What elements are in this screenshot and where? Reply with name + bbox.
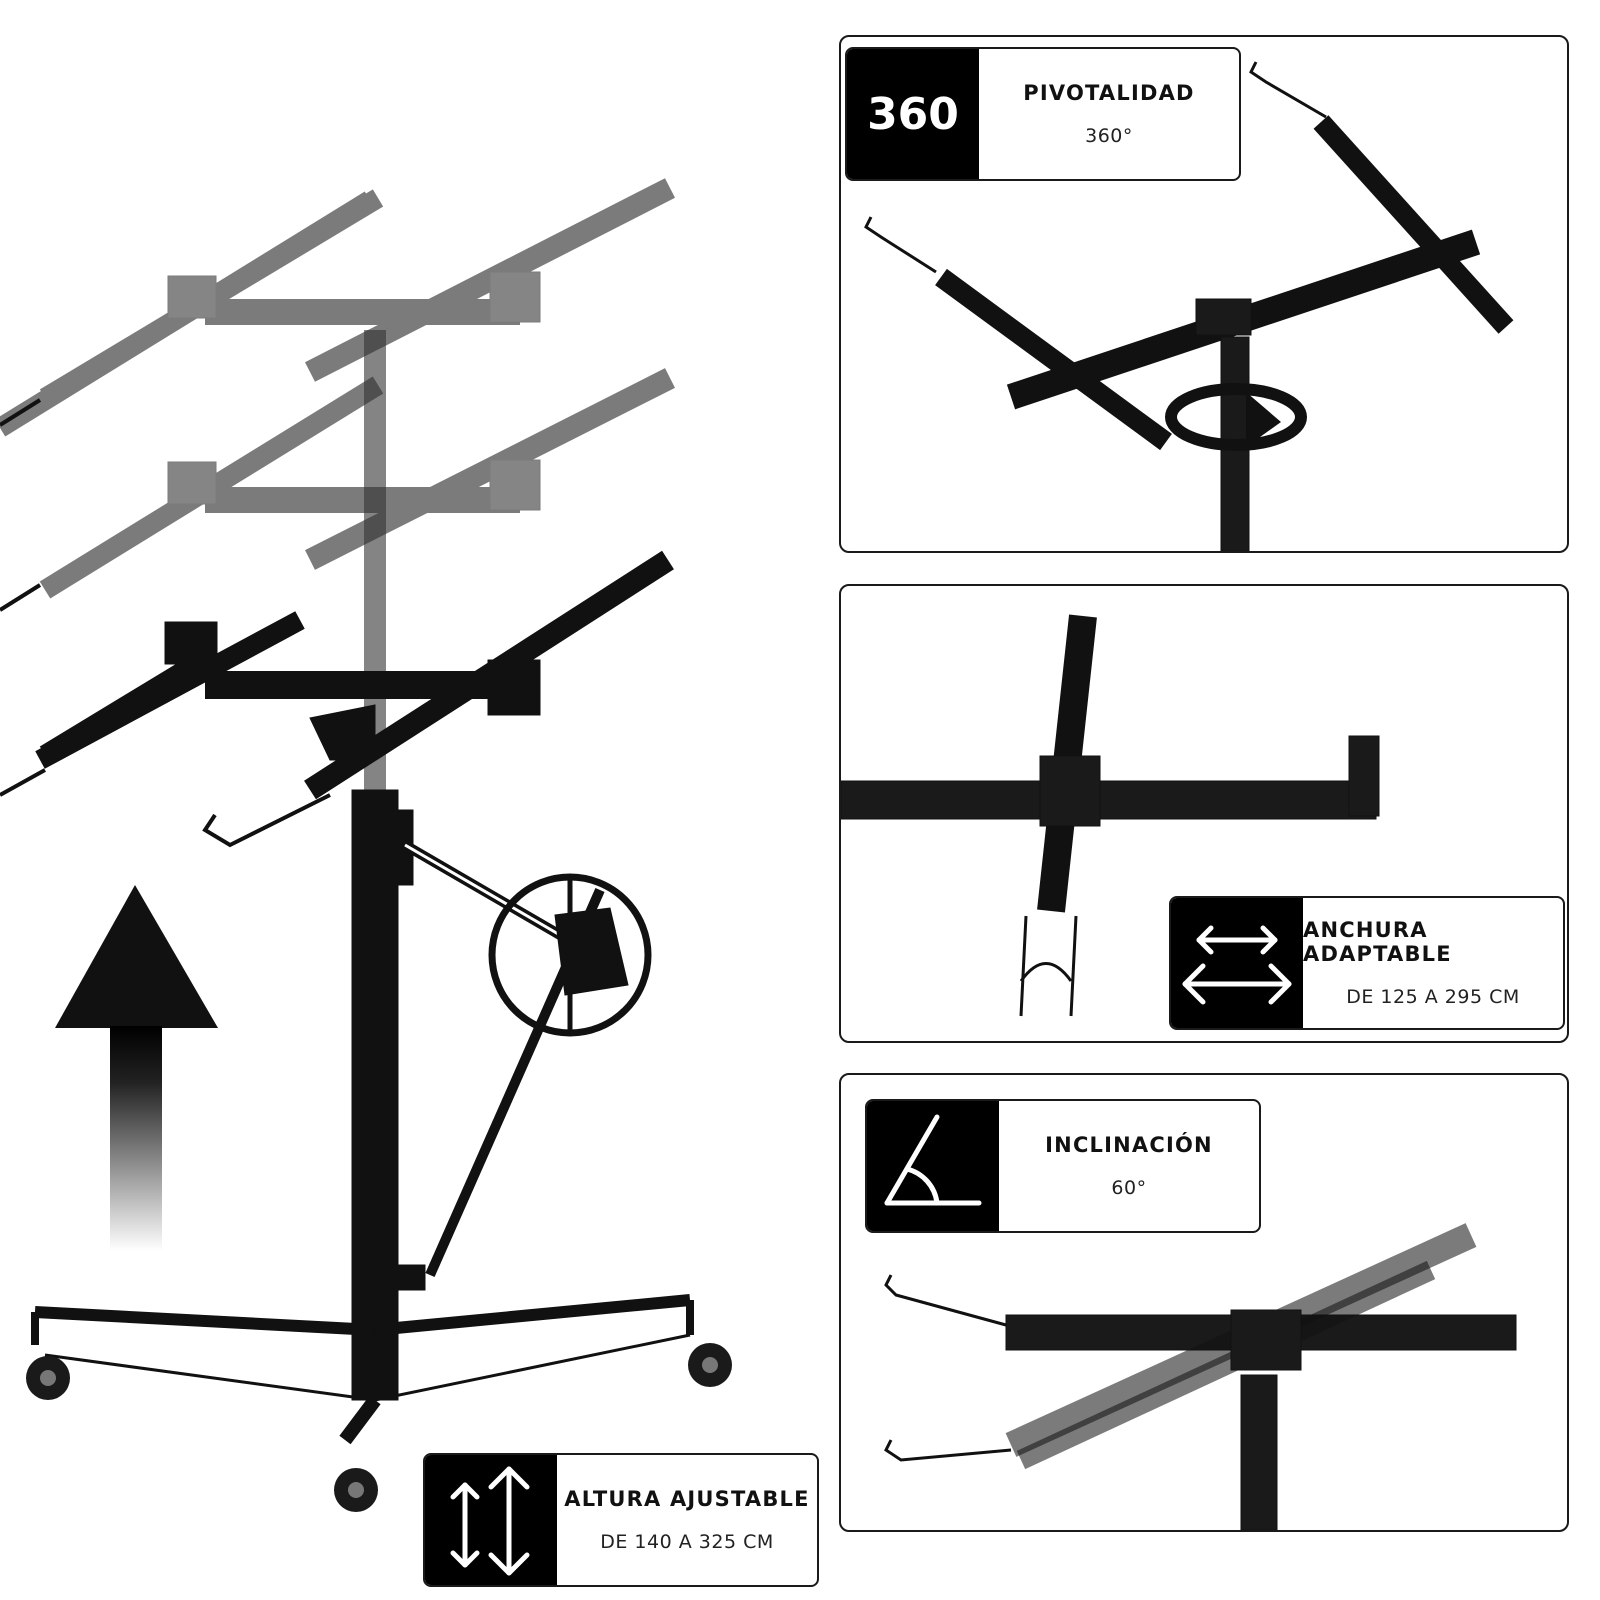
drywall-lift-illustration [0, 178, 732, 1512]
lift-base [31, 1294, 694, 1445]
caster-front [334, 1468, 378, 1512]
width-illustration [841, 614, 1380, 1017]
lift-hooks [0, 398, 331, 848]
width-feature-panel: ANCHURA ADAPTABLE DE 125 A 295 CM [839, 584, 1569, 1043]
tilt-badge: INCLINACIÓN 60° [865, 1099, 1261, 1233]
raised-position-top [0, 178, 676, 437]
caster-left [26, 1356, 70, 1400]
height-badge: ALTURA AJUSTABLE DE 140 A 325 CM [423, 1453, 819, 1587]
lift-cradle [35, 550, 674, 800]
angle-icon [867, 1101, 999, 1231]
horizontal-double-arrow-icon [1171, 898, 1303, 1028]
rotation-badge-icon: 360 [847, 49, 979, 179]
caster-right [688, 1343, 732, 1387]
pivot-icon-text: 360 [867, 88, 959, 140]
lift-mast [351, 789, 652, 1401]
vertical-double-arrow-icon [425, 1455, 557, 1585]
pivot-feature-panel: 360 PIVOTALIDAD 360° [839, 35, 1569, 553]
tilt-feature-panel: INCLINACIÓN 60° [839, 1073, 1569, 1532]
width-title: ANCHURA ADAPTABLE [1303, 918, 1452, 966]
raised-position-middle [39, 368, 675, 599]
tilt-illustration [884, 1223, 1517, 1530]
tilt-title: INCLINACIÓN [1045, 1133, 1213, 1157]
pivot-illustration [864, 61, 1514, 551]
tilt-value: 60° [1111, 1177, 1147, 1199]
pivot-value: 360° [1085, 125, 1133, 147]
height-title: ALTURA AJUSTABLE [564, 1487, 810, 1511]
height-direction-arrow [55, 885, 218, 1251]
pivot-badge: 360 PIVOTALIDAD 360° [845, 47, 1241, 181]
rotation-arrow-icon [1165, 383, 1307, 451]
pivot-title: PIVOTALIDAD [1023, 81, 1195, 105]
width-badge: ANCHURA ADAPTABLE DE 125 A 295 CM [1169, 896, 1565, 1030]
height-value: DE 140 A 325 CM [600, 1531, 774, 1553]
width-value: DE 125 A 295 CM [1346, 986, 1520, 1008]
